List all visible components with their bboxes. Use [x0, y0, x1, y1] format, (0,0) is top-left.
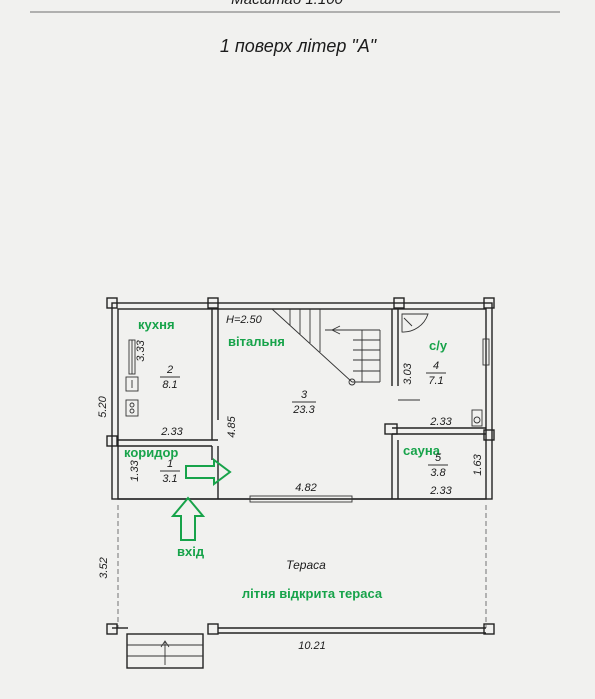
windows — [128, 338, 490, 503]
dim-living-width: 4.82 — [295, 482, 316, 494]
dim-terrace-width: 10.21 — [298, 640, 326, 652]
room-kitchen-number: 2 8.1 — [160, 364, 180, 391]
dim-terrace-height: 3.52 — [98, 557, 110, 578]
scale-text: Масштаб 1:100 — [231, 0, 343, 8]
entrance-label: вхід — [177, 544, 205, 559]
room-sauna-number: 5 3.8 — [428, 452, 448, 479]
terrace-name: Тераса — [286, 558, 326, 572]
entrance-up-arrow — [170, 496, 206, 541]
dim-bath-height: 3.03 — [402, 362, 414, 384]
terrace-outline — [106, 505, 495, 669]
svg-text:2: 2 — [166, 364, 173, 376]
svg-text:23.3: 23.3 — [292, 404, 315, 416]
svg-text:5: 5 — [435, 452, 442, 464]
dim-kitchen-width: 2.33 — [160, 426, 183, 438]
terrace-note: літня відкрита тераса — [242, 586, 383, 601]
living-label: вітальня — [228, 334, 285, 349]
entrance-right-arrow — [185, 458, 232, 486]
room-living-number: 3 23.3 — [292, 389, 316, 416]
bathroom-fixtures — [398, 313, 483, 427]
svg-text:3: 3 — [301, 389, 308, 401]
dim-sauna-width: 2.33 — [429, 485, 452, 497]
sauna-label: сауна — [403, 443, 441, 458]
room-corridor-number: 1 3.1 — [160, 458, 180, 485]
dim-living-partition: 4.85 — [226, 415, 238, 437]
kitchen-label: кухня — [138, 317, 175, 332]
svg-text:7.1: 7.1 — [428, 375, 443, 387]
svg-text:3.8: 3.8 — [430, 467, 446, 479]
bathroom-label: с/у — [429, 338, 448, 353]
dim-sauna-height: 1.63 — [472, 453, 484, 475]
svg-text:3.1: 3.1 — [162, 473, 177, 485]
room-bathroom-number: 4 7.1 — [426, 360, 446, 387]
dim-left-total: 5.20 — [97, 395, 109, 417]
dim-corridor-height: 1.33 — [129, 459, 141, 481]
svg-text:1: 1 — [167, 458, 173, 470]
staircase — [271, 308, 381, 386]
floor-title: 1 поверх літер "А" — [220, 36, 378, 56]
entrance-arrows — [170, 458, 232, 541]
dim-bath-width: 2.33 — [429, 416, 452, 428]
corridor-label: коридор — [124, 445, 178, 460]
svg-text:8.1: 8.1 — [162, 379, 177, 391]
kitchen-fixtures — [125, 376, 139, 417]
height-note: H=2.50 — [226, 314, 263, 326]
dim-kitchen-height: 3.33 — [135, 339, 147, 361]
svg-text:4: 4 — [433, 360, 439, 372]
